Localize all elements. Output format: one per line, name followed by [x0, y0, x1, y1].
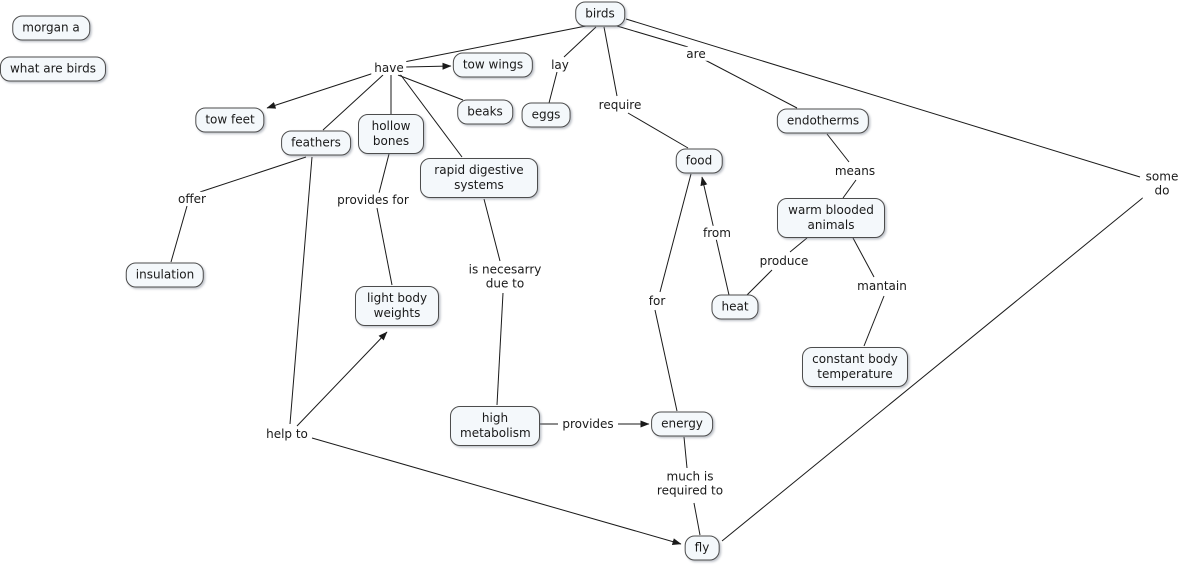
edge-produce-heat	[746, 269, 773, 296]
edge-have-tow-wings	[405, 62, 452, 70]
edge-label-from[interactable]: from	[700, 225, 734, 241]
edge-label-have[interactable]: have	[371, 60, 407, 76]
edge-label-means[interactable]: means	[831, 163, 879, 179]
edge-rapid-is-necesarry	[483, 198, 501, 262]
node-endotherms[interactable]: endotherms	[776, 108, 870, 134]
edge-label-much-is-required-to[interactable]: much is required to	[651, 469, 729, 499]
edge-provides-for-light-body	[376, 207, 393, 286]
edge-warm-blooded-produce	[789, 237, 808, 253]
edge-lay-eggs	[548, 71, 558, 104]
edge-birds-have	[403, 25, 587, 63]
node-feathers[interactable]: feathers	[281, 130, 351, 156]
edge-means-warm-blooded	[842, 179, 857, 199]
edge-food-for	[659, 173, 692, 293]
node-tow-wings[interactable]: tow wings	[452, 52, 534, 78]
edge-birds-require	[603, 26, 618, 97]
edge-warm-blooded-mantain	[852, 237, 875, 278]
node-warm-blooded-animals[interactable]: warm blooded animals	[777, 198, 885, 238]
edge-label-offer[interactable]: offer	[175, 191, 209, 207]
edge-endotherms-means	[826, 133, 850, 163]
edge-help-to-light-body	[296, 331, 388, 427]
edge-label-are[interactable]: are	[683, 46, 709, 62]
edge-label-provides-for[interactable]: provides for	[334, 192, 412, 208]
node-food[interactable]: food	[675, 148, 723, 174]
edge-birds-some-do	[625, 18, 1141, 178]
edge-label-help-to[interactable]: help to	[263, 426, 311, 442]
edge-birds-are	[616, 25, 689, 48]
edge-hollow-provides-for	[378, 153, 390, 194]
node-constant-body-temperature[interactable]: constant body temperature	[802, 347, 908, 387]
node-fly[interactable]: fly	[684, 535, 720, 561]
edge-label-for[interactable]: for	[645, 293, 669, 309]
edge-for-energy	[654, 309, 678, 412]
edge-much-is-fly	[693, 502, 701, 536]
edge-birds-lay	[563, 26, 597, 58]
edge-have-feathers	[322, 74, 384, 131]
node-birds[interactable]: birds	[575, 1, 625, 27]
node-rapid-digestive-systems[interactable]: rapid digestive systems	[420, 158, 538, 198]
edge-have-rapid-digestive	[399, 73, 463, 158]
edge-feathers-offer	[199, 156, 307, 193]
edge-label-require[interactable]: require	[595, 97, 645, 113]
edge-energy-much-is	[683, 436, 688, 469]
edge-some-do-fly	[721, 191, 1151, 542]
node-heat[interactable]: heat	[711, 294, 759, 320]
node-light-body-weights[interactable]: light body weights	[355, 286, 439, 326]
edge-is-necesarry-high-met	[496, 292, 504, 406]
edge-mantain-constant-temp	[863, 295, 885, 347]
edge-label-some-do[interactable]: some do	[1142, 169, 1182, 199]
node-hollow-bones[interactable]: hollow bones	[358, 114, 424, 154]
edge-label-mantain[interactable]: mantain	[854, 278, 910, 294]
node-energy[interactable]: energy	[651, 411, 713, 437]
node-author[interactable]: morgan a	[12, 15, 90, 41]
edge-have-tow-feet	[266, 72, 375, 109]
edge-are-endotherms	[704, 59, 798, 109]
edge-help-to-fly	[311, 437, 682, 546]
node-high-metabolism[interactable]: high metabolism	[450, 406, 540, 446]
edge-have-beaks	[397, 74, 464, 101]
edge-offer-insulation	[170, 205, 188, 263]
edge-feathers-help-to	[289, 156, 313, 425]
node-insulation[interactable]: insulation	[125, 262, 205, 288]
edge-label-produce[interactable]: produce	[756, 253, 812, 269]
edge-label-is-necesarry-due-to[interactable]: is necesarry due to	[462, 262, 548, 292]
node-focus-question[interactable]: what are birds	[0, 56, 107, 82]
node-eggs[interactable]: eggs	[521, 102, 571, 128]
node-beaks[interactable]: beaks	[457, 99, 513, 125]
edge-require-food	[627, 112, 689, 149]
edge-label-lay[interactable]: lay	[548, 57, 572, 73]
edge-label-provides[interactable]: provides	[559, 416, 617, 432]
node-tow-feet[interactable]: tow feet	[195, 107, 265, 133]
